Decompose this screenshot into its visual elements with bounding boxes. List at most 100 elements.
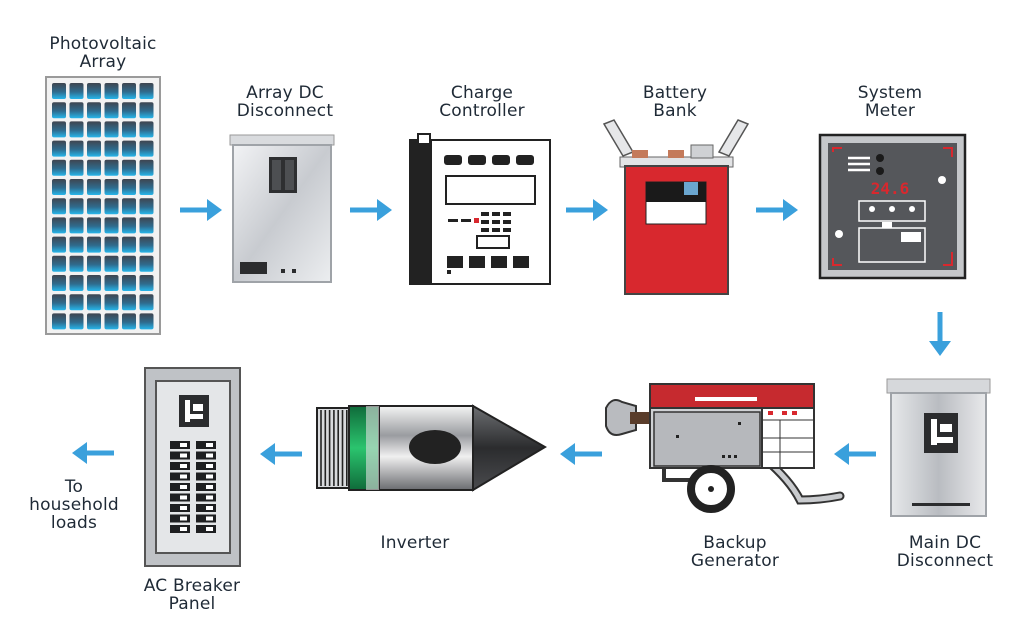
label-ac-breaker-panel: AC Breaker Panel [143, 576, 241, 614]
pv-cell [52, 275, 66, 291]
pv-cell [139, 294, 154, 311]
ac-breaker-panel-graphic [144, 367, 241, 567]
pv-cell [69, 198, 84, 215]
pv-cell [87, 121, 101, 138]
pv-cell [122, 121, 136, 138]
pv-cell [104, 140, 119, 157]
pv-cell [139, 159, 154, 176]
pv-cell [69, 294, 84, 311]
pv-cell [104, 83, 119, 99]
pv-cell [122, 313, 136, 330]
flow-arrow [260, 443, 302, 465]
pv-cell [52, 83, 66, 99]
pv-cell [69, 255, 84, 272]
pv-cell [52, 313, 66, 330]
pv-cell [139, 179, 154, 195]
flow-arrow [566, 199, 608, 221]
label-array-dc-disconnect: Array DC Disconnect [236, 83, 334, 121]
pv-cell [87, 255, 101, 272]
pv-cell [104, 159, 119, 176]
pv-cell [139, 140, 154, 157]
pv-cell [52, 159, 66, 176]
pv-cell [52, 121, 66, 138]
pv-cell [87, 217, 101, 234]
pv-cell [122, 255, 136, 272]
battery-bank-graphic [602, 119, 750, 295]
inverter-fins [320, 410, 348, 486]
pv-cell [122, 275, 136, 291]
backup-generator-graphic [605, 383, 845, 513]
pv-cell [52, 198, 66, 215]
pv-cell [52, 236, 66, 253]
pv-cell [87, 102, 101, 119]
pv-cell [69, 275, 84, 291]
pv-cell [52, 140, 66, 157]
pv-cell [87, 198, 101, 215]
system-meter-graphic: 24.6 [818, 133, 967, 280]
pv-cell [104, 313, 119, 330]
pv-cell [122, 102, 136, 119]
pv-cell [104, 198, 119, 215]
pv-cell [122, 159, 136, 176]
pv-cell [122, 83, 136, 99]
pv-cell [69, 102, 84, 119]
flow-arrow [350, 199, 392, 221]
meter-readout: 24.6 [871, 179, 910, 198]
pv-cell [139, 236, 154, 253]
pv-cell [104, 102, 119, 119]
pv-cell [52, 255, 66, 272]
pv-array-graphic [45, 76, 161, 335]
label-battery-bank: Battery Bank [642, 83, 708, 121]
pv-cell [139, 275, 154, 291]
pv-cell [87, 313, 101, 330]
charge-controller-graphic [409, 133, 551, 285]
label-system-meter: System Meter [857, 83, 923, 121]
flow-arrow [560, 443, 602, 465]
pv-cell [52, 217, 66, 234]
pv-cell [87, 140, 101, 157]
flow-arrow [180, 199, 222, 221]
pv-cell [69, 121, 84, 138]
pv-cell [87, 83, 101, 99]
flow-arrow [929, 312, 951, 356]
label-main-dc-disconnect: Main DC Disconnect [896, 533, 994, 571]
pv-cell [69, 217, 84, 234]
pv-cells [52, 83, 154, 330]
flow-arrow [834, 443, 876, 465]
flow-arrow [72, 442, 114, 464]
pv-cell [69, 179, 84, 195]
pv-cell [104, 236, 119, 253]
flow-arrow [756, 199, 798, 221]
main-dc-disconnect-graphic [886, 378, 991, 517]
label-household-loads: To household loads [29, 477, 119, 533]
pv-cell [52, 294, 66, 311]
label-backup-generator: Backup Generator [690, 533, 780, 571]
array-dc-disconnect-graphic [229, 134, 335, 283]
pv-cell [139, 313, 154, 330]
pv-cell [87, 294, 101, 311]
pv-cell [122, 294, 136, 311]
pv-cell [104, 121, 119, 138]
pv-cell [139, 121, 154, 138]
pv-cell [52, 179, 66, 195]
pv-cell [52, 102, 66, 119]
pv-cell [87, 179, 101, 195]
pv-cell [104, 179, 119, 195]
pv-cell [122, 217, 136, 234]
pv-cell [69, 236, 84, 253]
pv-cell [69, 313, 84, 330]
pv-cell [139, 102, 154, 119]
label-charge-controller: Charge Controller [439, 83, 525, 121]
pv-cell [104, 275, 119, 291]
pv-cell [139, 83, 154, 99]
pv-cell [122, 236, 136, 253]
label-pv-array: Photovoltaic Array [49, 34, 157, 72]
pv-cell [122, 140, 136, 157]
breaker-switches [170, 441, 216, 533]
pv-cell [122, 198, 136, 215]
pv-cell [122, 179, 136, 195]
pv-cell [69, 83, 84, 99]
pv-cell [87, 236, 101, 253]
pv-cell [104, 217, 119, 234]
